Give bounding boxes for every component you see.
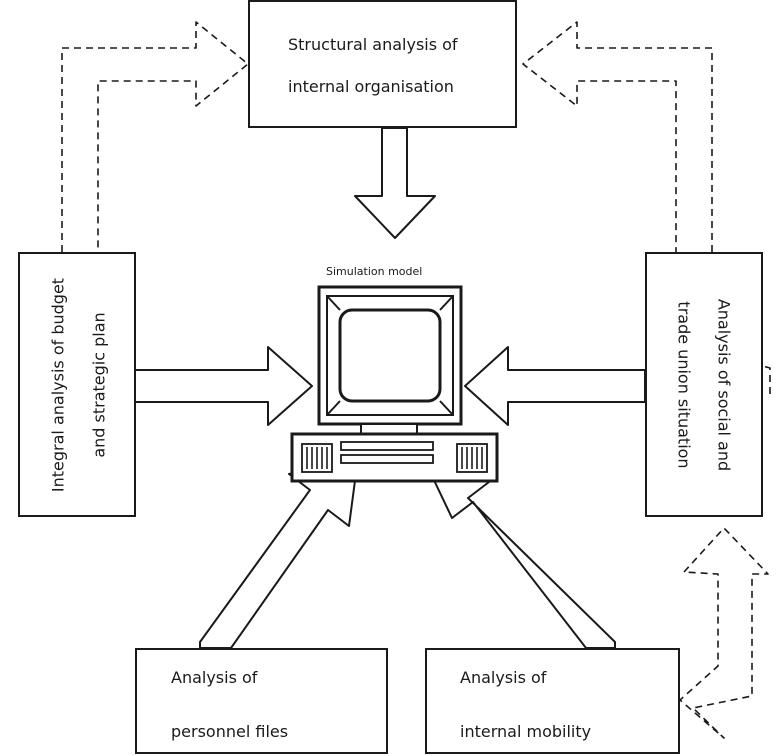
box-left-line1: Integral analysis of budget <box>48 277 68 492</box>
box-bottom-right-line1: Analysis of <box>460 668 547 687</box>
arrow-top-to-model <box>354 127 436 239</box>
arrow-bottom-right-to-right-body <box>679 527 769 739</box>
simulation-model-title: Simulation model <box>326 265 423 278</box>
box-right-line2: trade union situation <box>674 300 694 469</box>
box-integral-analysis: Integral analysis of budget and strategi… <box>18 252 136 517</box>
box-left-line2: and strategic plan <box>89 311 109 458</box>
arrow-left-to-model <box>134 346 313 426</box>
arrow-bottom-right-to-model <box>421 454 616 649</box>
computer-icon <box>290 285 499 483</box>
box-bottom-right-line2: internal mobility <box>460 722 592 741</box>
arrow-right-to-top <box>522 21 713 252</box>
box-right-line1: Analysis of social and <box>714 298 734 471</box>
box-top-line2: internal organisation <box>288 77 454 96</box>
arrow-bottom-left-to-model <box>199 457 359 649</box>
arrow-right-to-model <box>464 346 646 426</box>
arrow-left-to-top <box>61 21 249 252</box>
box-structural-analysis: Structural analysis of internal organisa… <box>248 0 517 128</box>
box-internal-mobility: Analysis of internal mobility <box>425 648 680 754</box>
box-top-line1: Structural analysis of <box>288 35 458 54</box>
box-social-analysis: Analysis of social and trade union situa… <box>645 252 763 517</box>
box-bottom-left-line2: personnel files <box>171 722 289 741</box>
box-bottom-left-line1: Analysis of <box>171 668 258 687</box>
box-personnel-files: Analysis of personnel files <box>135 648 388 754</box>
